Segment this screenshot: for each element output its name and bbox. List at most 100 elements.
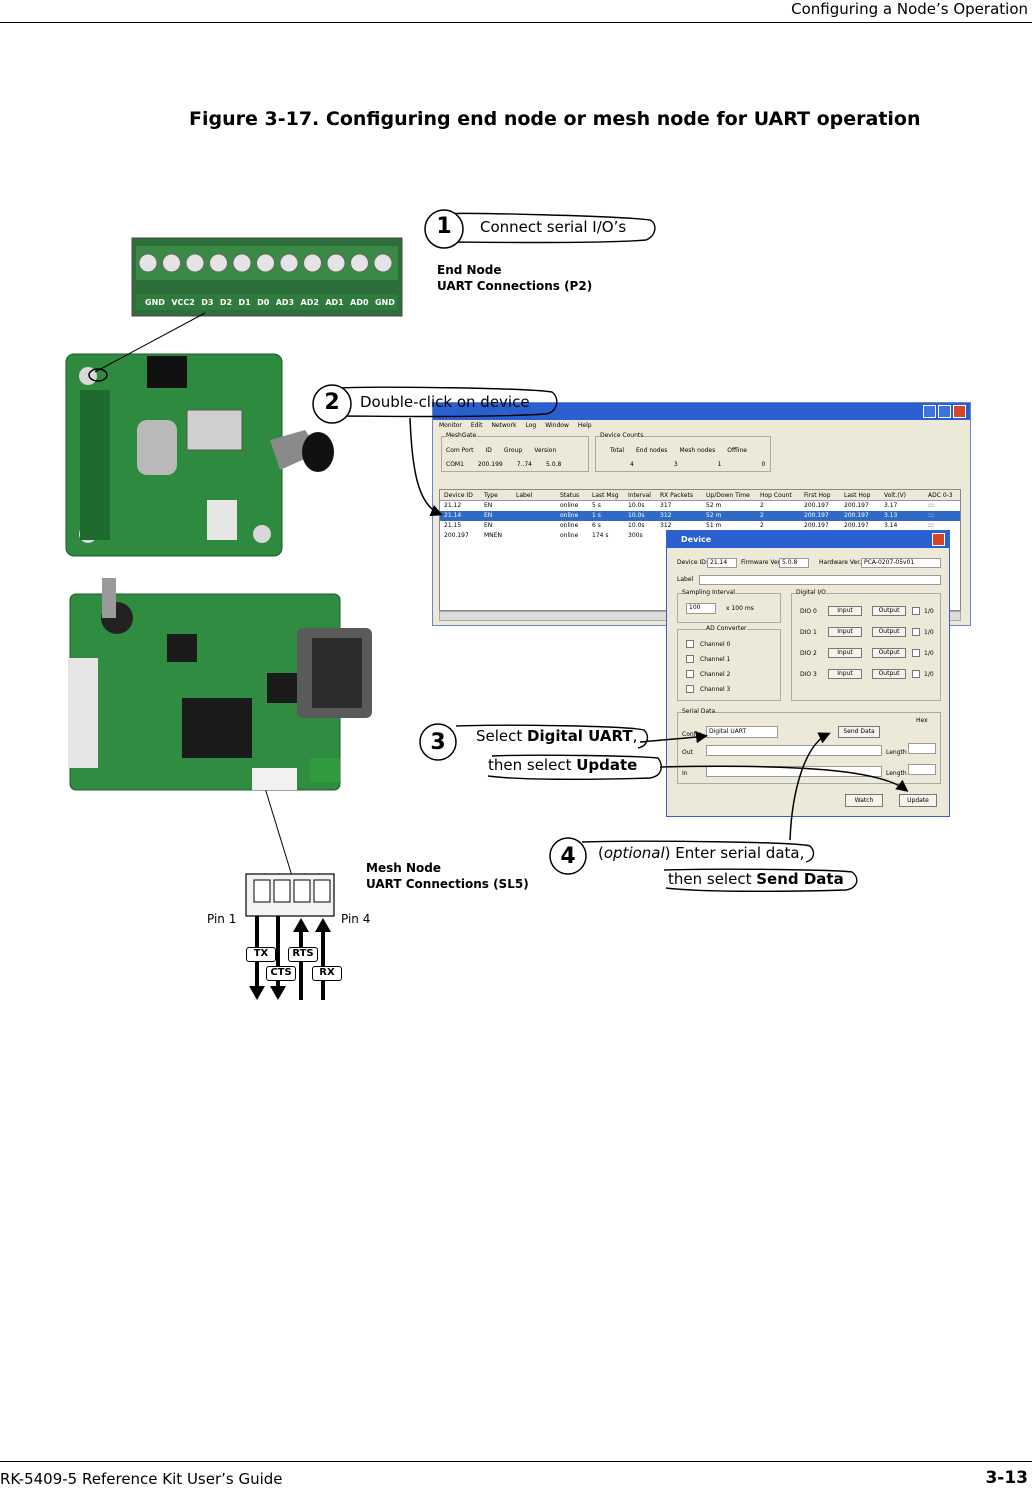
table-header-cell[interactable]: RX Packets bbox=[660, 492, 693, 499]
table-cell: 317 bbox=[660, 502, 672, 509]
table-cell: ::: bbox=[928, 522, 935, 529]
terminal-label: AD3 bbox=[275, 298, 295, 307]
device-id-label: Device ID: bbox=[677, 559, 708, 566]
table-header-cell[interactable]: Interval bbox=[628, 492, 651, 499]
callout-3-suffix: , bbox=[632, 727, 638, 745]
maximize-button[interactable] bbox=[938, 405, 951, 418]
dio-checkbox[interactable] bbox=[912, 670, 920, 678]
terminal-label: AD2 bbox=[300, 298, 319, 307]
table-cell: 200.197 bbox=[804, 512, 829, 519]
dio-input-button[interactable]: Input bbox=[828, 627, 862, 637]
channel-checkbox[interactable] bbox=[686, 640, 694, 648]
label-input[interactable] bbox=[699, 575, 941, 585]
update-button[interactable]: Update bbox=[899, 794, 937, 807]
sampling-input[interactable]: 100 bbox=[686, 603, 716, 614]
dio-output-button[interactable]: Output bbox=[872, 669, 906, 679]
meshgate-value: 5.0.8 bbox=[546, 461, 562, 468]
menu-item[interactable]: Network bbox=[491, 422, 517, 429]
channel-checkbox[interactable] bbox=[686, 685, 694, 693]
firmware-field: 5.0.8 bbox=[779, 558, 809, 568]
table-cell: 21.14 bbox=[444, 512, 462, 519]
callout-3-line2-bold: Update bbox=[576, 756, 638, 774]
table-cell: 174 s bbox=[592, 532, 609, 539]
menu-item[interactable]: Monitor bbox=[439, 422, 462, 429]
channel-label: Channel 2 bbox=[700, 671, 731, 678]
end-node-label-line1: End Node bbox=[437, 263, 502, 277]
dio-output-button[interactable]: Output bbox=[872, 606, 906, 616]
device-count-header: Offline bbox=[727, 447, 747, 454]
pin4-label: Pin 4 bbox=[341, 912, 371, 926]
dio-output-button[interactable]: Output bbox=[872, 627, 906, 637]
table-cell: 200.197 bbox=[804, 522, 829, 529]
meshgate-value: COM1 bbox=[446, 461, 464, 468]
callout-3-shape bbox=[419, 723, 662, 781]
mode-select[interactable]: Digital UART bbox=[706, 726, 778, 738]
table-header-cell[interactable]: ADC 0-3 bbox=[928, 492, 953, 499]
cts-signal-label: CTS bbox=[266, 966, 296, 981]
minimize-button[interactable] bbox=[923, 405, 936, 418]
table-cell: MNEN bbox=[484, 532, 502, 539]
menu-item[interactable]: Edit bbox=[470, 422, 483, 429]
dio-io-label: 1/0 bbox=[924, 608, 934, 615]
table-header-cell[interactable]: Last Msg bbox=[592, 492, 619, 499]
table-header-cell[interactable]: Device ID bbox=[444, 492, 473, 499]
rts-signal-label: RTS bbox=[288, 947, 318, 962]
pin1-label: Pin 1 bbox=[207, 912, 237, 926]
device-count-header: Mesh nodes bbox=[679, 447, 716, 454]
watch-button[interactable]: Watch bbox=[845, 794, 883, 807]
send-data-button[interactable]: Send Data bbox=[838, 726, 880, 738]
device-count-value: 3 bbox=[673, 461, 678, 468]
mesh-node-label-line2: UART Connections (SL5) bbox=[366, 877, 529, 891]
menu-item[interactable]: Window bbox=[545, 422, 569, 429]
table-header-cell[interactable]: Last Hop bbox=[844, 492, 871, 499]
table-header-cell[interactable]: First Hop bbox=[804, 492, 831, 499]
dio-checkbox[interactable] bbox=[912, 628, 920, 636]
hardware-label: Hardware Ver. bbox=[819, 559, 862, 566]
dio-checkbox[interactable] bbox=[912, 607, 920, 615]
table-header-cell[interactable]: Hop Count bbox=[760, 492, 792, 499]
table-cell: online bbox=[560, 502, 579, 509]
callout-3-line1: Select Digital UART, bbox=[476, 727, 637, 745]
table-cell: 52 m bbox=[706, 502, 722, 509]
device-count-value: 4 bbox=[630, 461, 634, 468]
terminal-label: D1 bbox=[238, 298, 251, 307]
table-header-cell[interactable]: Type bbox=[484, 492, 498, 499]
channel-checkbox[interactable] bbox=[686, 655, 694, 663]
channel-checkbox[interactable] bbox=[686, 670, 694, 678]
menu-item[interactable]: Log bbox=[525, 422, 537, 429]
table-cell: 200.197 bbox=[844, 522, 869, 529]
in-length-field bbox=[908, 764, 936, 775]
dialog-close-icon[interactable] bbox=[932, 533, 945, 546]
table-cell: 2 bbox=[760, 512, 764, 519]
mesh-node-board-photo bbox=[68, 578, 372, 791]
table-cell: 3.13 bbox=[884, 512, 898, 519]
sampling-interval-box: Sampling Interval 100 x 100 ms bbox=[677, 589, 781, 623]
dio-checkbox[interactable] bbox=[912, 649, 920, 657]
table-header-cell[interactable]: Label bbox=[516, 492, 533, 499]
dio-input-button[interactable]: Input bbox=[828, 648, 862, 658]
out-input[interactable] bbox=[706, 745, 882, 756]
config-label: Config bbox=[682, 731, 702, 738]
dio-output-button[interactable]: Output bbox=[872, 648, 906, 658]
table-cell: 21.12 bbox=[444, 502, 462, 509]
table-header-cell[interactable]: Status bbox=[560, 492, 580, 499]
close-icon[interactable] bbox=[953, 405, 966, 418]
callout-4-line2: then select Send Data bbox=[668, 870, 844, 888]
table-cell: 200.197 bbox=[844, 512, 869, 519]
table-header-cell[interactable]: Volt.(V) bbox=[884, 492, 907, 499]
table-cell: 6 s bbox=[592, 522, 601, 529]
callout-4-open: ( bbox=[598, 844, 604, 862]
device-id-field: 21.14 bbox=[707, 558, 737, 568]
dio-input-button[interactable]: Input bbox=[828, 669, 862, 679]
dio-input-button[interactable]: Input bbox=[828, 606, 862, 616]
menu-item[interactable]: Help bbox=[577, 422, 592, 429]
end-node-antenna-photo bbox=[270, 430, 334, 472]
callout-4-line1: (optional) Enter serial data, bbox=[598, 844, 804, 862]
table-header-cell[interactable]: Up/Down Time bbox=[706, 492, 750, 499]
